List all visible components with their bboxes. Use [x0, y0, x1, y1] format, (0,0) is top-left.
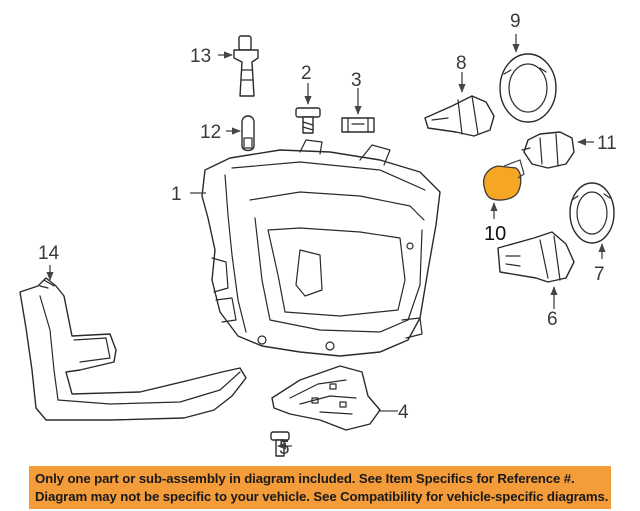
- callout-10: 10: [484, 223, 506, 245]
- callout-3: 3: [351, 70, 362, 91]
- callout-4: 4: [398, 402, 409, 423]
- callout-8: 8: [456, 53, 467, 74]
- socket-part-11[interactable]: [521, 131, 575, 169]
- socket-part-13[interactable]: [233, 35, 259, 97]
- bulb-part-12[interactable]: [241, 115, 255, 152]
- bulb-part-8[interactable]: [424, 95, 495, 137]
- bezel-part-14[interactable]: [19, 277, 247, 421]
- callout-13: 13: [190, 46, 211, 67]
- callout-6: 6: [547, 309, 558, 330]
- dust-cap-part-9[interactable]: [499, 53, 557, 123]
- screw-part-2[interactable]: [295, 107, 321, 134]
- headlamp-assembly[interactable]: [201, 139, 441, 357]
- callout-5: 5: [279, 438, 290, 459]
- wedge-bulb-part-10[interactable]: [482, 159, 525, 201]
- bulb-part-6[interactable]: [497, 231, 575, 283]
- notice-line-2: Diagram may not be specific to your vehi…: [35, 489, 609, 504]
- callout-9: 9: [510, 11, 521, 32]
- clip-part-3[interactable]: [341, 117, 375, 133]
- callout-2: 2: [301, 63, 312, 84]
- dust-cap-part-7[interactable]: [569, 182, 615, 244]
- parts-diagram: 1 2 3 4 5 6 7: [19, 11, 617, 459]
- callout-1: 1: [171, 184, 182, 205]
- notice-bar: Only one part or sub-assembly in diagram…: [29, 466, 611, 509]
- callout-7: 7: [594, 264, 605, 285]
- bracket-part-4[interactable]: [271, 365, 381, 431]
- callout-14: 14: [38, 243, 60, 264]
- callout-11: 11: [597, 133, 617, 154]
- notice-line-1: Only one part or sub-assembly in diagram…: [35, 471, 575, 486]
- callout-12: 12: [200, 122, 221, 143]
